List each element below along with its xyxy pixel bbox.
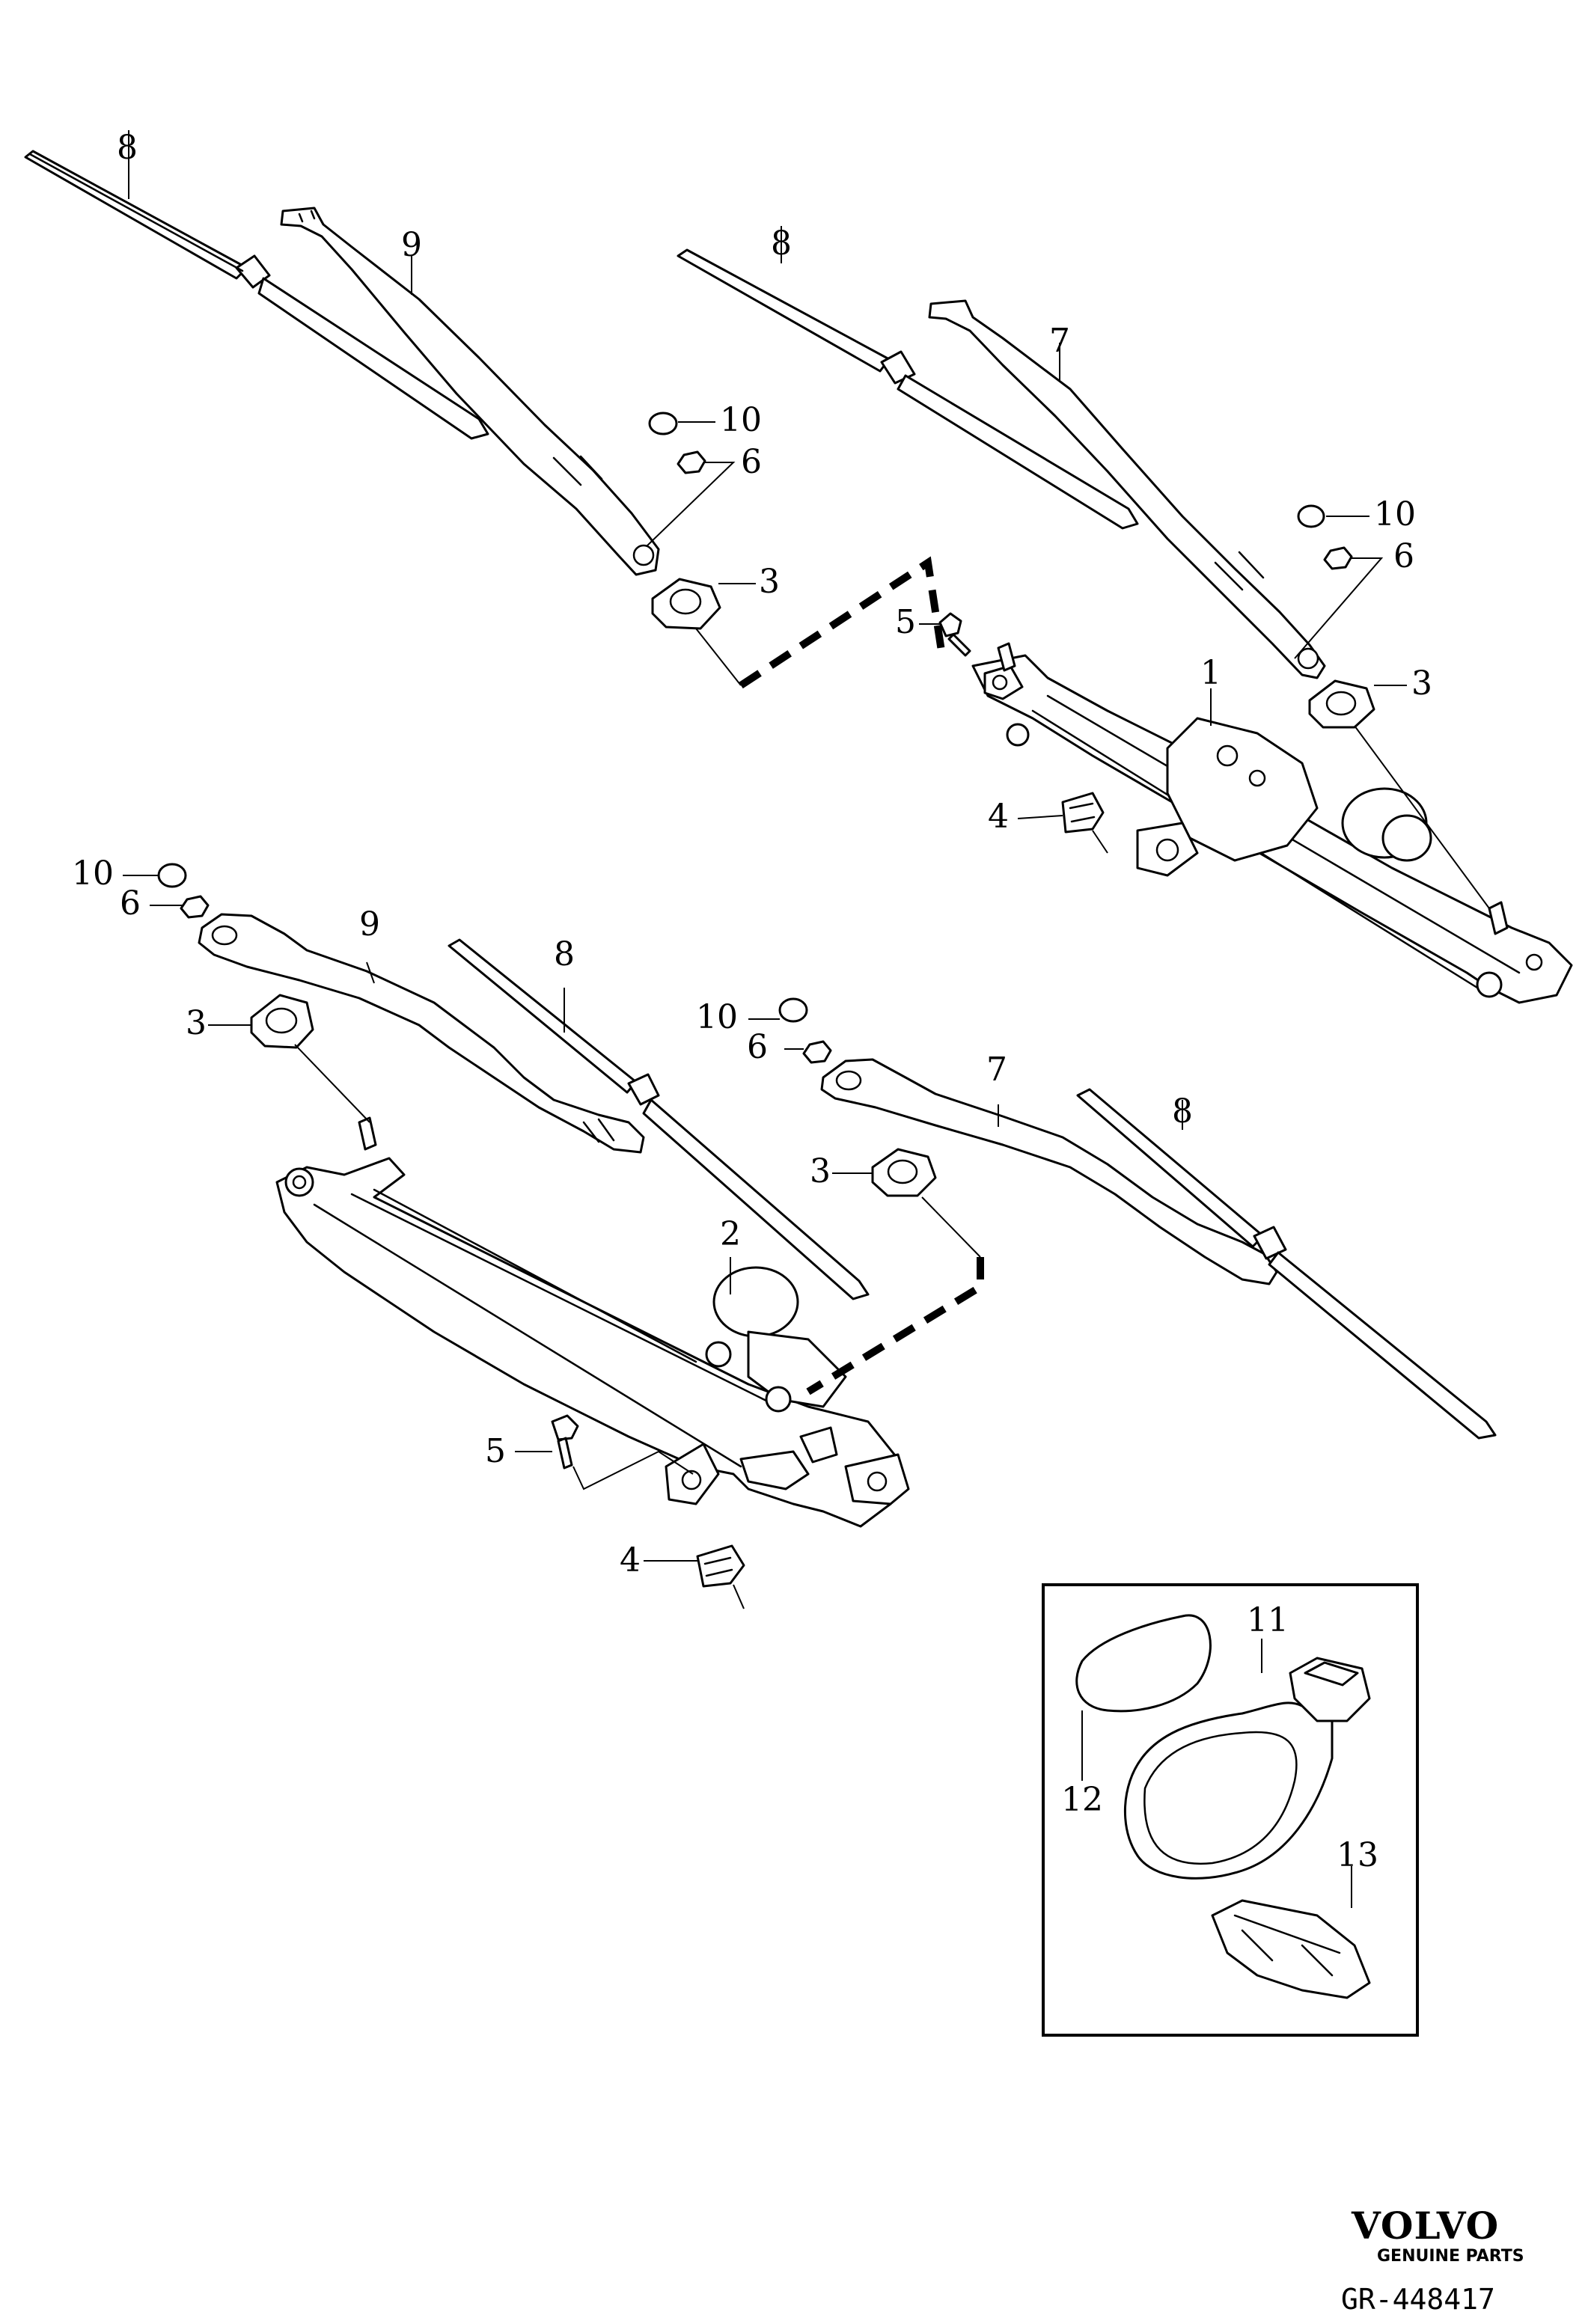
nut-6-upper-left <box>677 450 706 474</box>
callout-3-lower-left: 3 <box>186 1004 207 1042</box>
washer-10-upper-left <box>648 412 678 435</box>
dashed-link-lower <box>806 1257 984 1395</box>
callout-11: 11 <box>1247 1601 1289 1639</box>
reference-number: GR-448417 <box>1341 2283 1495 2316</box>
callout-2: 2 <box>720 1215 741 1253</box>
dashed-link-upper <box>739 556 945 689</box>
callout-6-upper-left: 6 <box>741 443 762 481</box>
wiper-arm-upper-right <box>928 299 1326 679</box>
callout-4-lower: 4 <box>620 1541 641 1580</box>
callout-7-lower-right: 7 <box>986 1051 1007 1089</box>
inset-frame <box>1042 1583 1419 2037</box>
wiper-blade-upper-right <box>677 248 1139 530</box>
callout-8-lower-right: 8 <box>1172 1092 1193 1131</box>
wiper-arm-lower-left <box>198 913 645 1154</box>
wiper-blade-lower-left <box>448 938 870 1300</box>
upper-left-small-parts <box>648 412 721 630</box>
callout-6-lower-right: 6 <box>747 1028 768 1066</box>
rain-sensor-11 <box>1124 1701 1334 1880</box>
callout-8-upper-left: 8 <box>117 129 138 167</box>
callout-1: 1 <box>1200 654 1221 692</box>
callout-10-upper-right: 10 <box>1374 495 1416 533</box>
callout-3-upper-left: 3 <box>759 563 780 601</box>
clip-4-lower <box>696 1544 745 1588</box>
leader-lines <box>123 130 1490 1609</box>
callout-6-upper-right: 6 <box>1393 537 1414 575</box>
upper-right-small-parts <box>938 504 1375 729</box>
callout-7-upper-right: 7 <box>1049 322 1070 360</box>
washer-10-lower-left <box>157 863 187 888</box>
wiper-linkage-motor-1 <box>971 642 1573 1004</box>
nut-6-lower-right <box>802 1040 832 1064</box>
callout-5-upper: 5 <box>895 603 916 641</box>
brand-name: VOLVO <box>1351 2204 1499 2248</box>
callout-6-lower-left: 6 <box>120 884 141 923</box>
callout-3-upper-right: 3 <box>1411 664 1432 703</box>
brand-tagline: GENUINE PARTS <box>1377 2247 1524 2266</box>
wiper-arm-upper-left <box>280 207 660 576</box>
callout-8-lower-left: 8 <box>554 935 575 973</box>
wiper-linkage-motor-2 <box>275 1116 910 1588</box>
callout-9-lower-left: 9 <box>359 905 380 944</box>
callout-4-upper: 4 <box>988 798 1009 836</box>
callout-12: 12 <box>1061 1781 1103 1819</box>
callout-10-lower-left: 10 <box>72 854 114 893</box>
callout-labels: 8 9 10 6 3 8 7 10 6 3 5 1 4 10 6 9 3 8 1… <box>72 129 1432 1874</box>
volvo-brand-mark: VOLVO GENUINE PARTS <box>1351 2204 1524 2266</box>
washer-10-lower-right <box>778 997 808 1023</box>
wiper-blade-upper-left <box>24 150 489 440</box>
wiper-blade-lower-right <box>1076 1088 1497 1440</box>
clip-4-upper <box>1061 792 1105 834</box>
bolt-5-lower <box>551 1414 579 1470</box>
callout-13: 13 <box>1337 1836 1378 1874</box>
callout-8-upper-right: 8 <box>771 224 792 263</box>
callout-10-upper-left: 10 <box>720 401 762 439</box>
callout-3-lower-right: 3 <box>810 1152 831 1190</box>
nut-6-upper-right <box>1323 546 1353 570</box>
callout-10-lower-right: 10 <box>696 998 738 1036</box>
lower-right-small-parts <box>778 997 937 1197</box>
nut-6-lower-left <box>180 895 210 919</box>
bolt-5-upper-right <box>938 612 971 657</box>
callout-9-upper-left: 9 <box>401 226 422 264</box>
sensor-inset <box>1042 1583 1419 2037</box>
callout-5-lower: 5 <box>485 1432 506 1470</box>
washer-10-upper-right <box>1297 504 1325 528</box>
gel-pad-12 <box>1075 1614 1212 1713</box>
